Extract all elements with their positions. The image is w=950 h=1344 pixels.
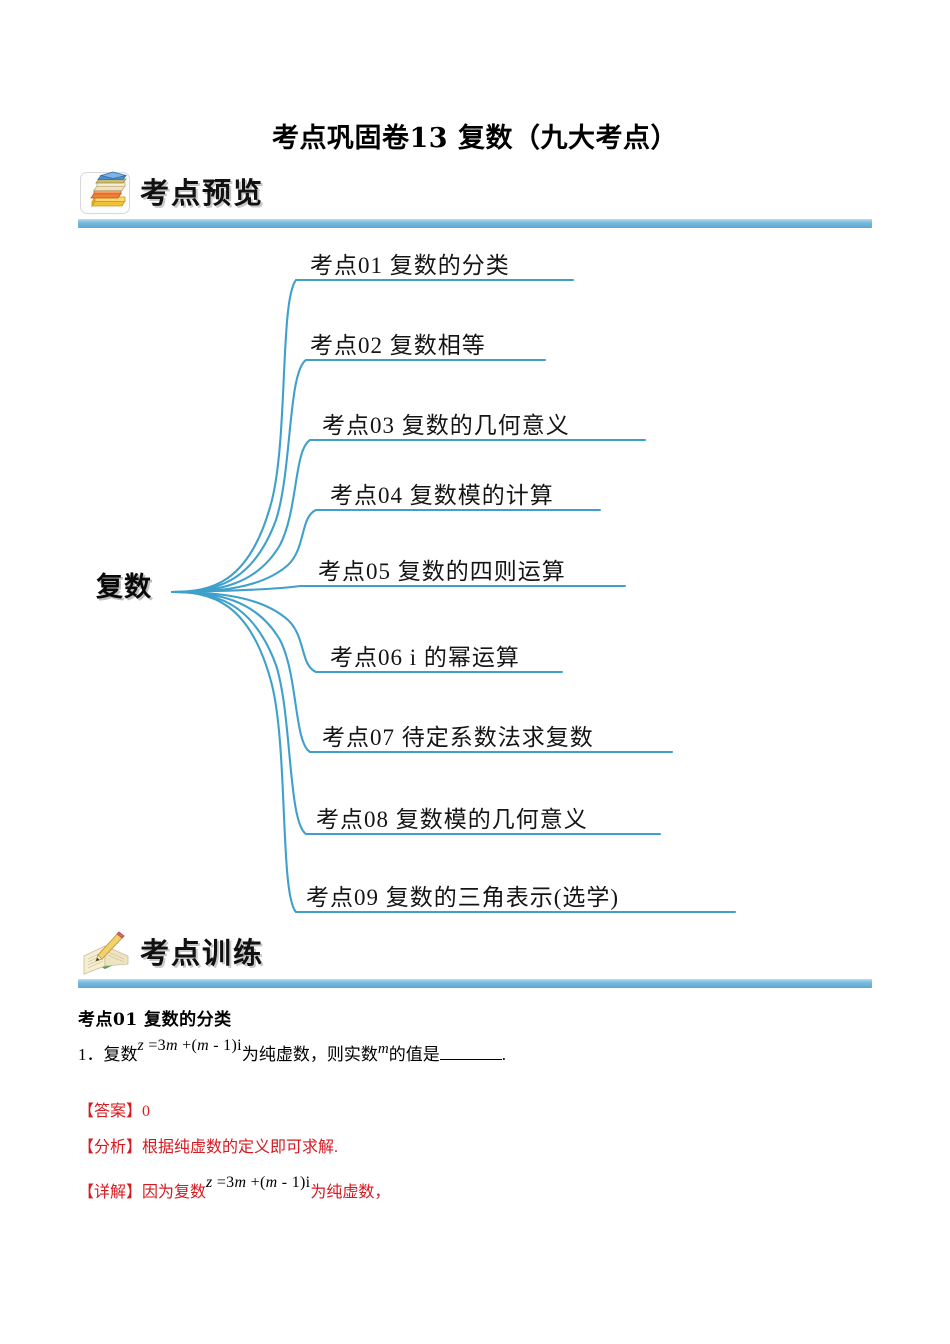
answer-line: 【答案】0 (78, 1097, 150, 1121)
solution-lead: 因为复数 (142, 1184, 207, 1201)
question-number: 1． (78, 1045, 104, 1064)
formula-m1-2: m (234, 1174, 247, 1191)
open-book-pencil-icon (78, 928, 136, 976)
mindmap-branch-1: 考点01 复数的分类 (310, 253, 510, 278)
formula-close-paren: ) (231, 1037, 238, 1054)
mindmap-branch-9: 考点09 复数的三角表示(选学) (306, 885, 620, 910)
formula-i: i (237, 1037, 242, 1054)
analysis-text: 根据纯虚数的定义即可求解. (142, 1139, 339, 1156)
mindmap-branch-7: 考点07 待定系数法求复数 (322, 725, 594, 750)
mindmap-branch-8: 考点08 复数模的几何意义 (316, 807, 588, 832)
section-header-overview: 考点预览 (78, 168, 878, 238)
formula-close-paren-2: ) (300, 1174, 306, 1191)
question-period: . (501, 1045, 506, 1064)
formula-m2: m (197, 1037, 209, 1054)
solution-line: 【详解】因为复数z =3m +(m - 1)i为纯虚数， (78, 1174, 391, 1202)
mindmap-branch-2: 考点02 复数相等 (310, 333, 486, 358)
formula-m1: m (165, 1037, 178, 1054)
question-formula: z =3m +(m - 1)i (138, 1037, 242, 1054)
book-stack-icon (78, 168, 136, 216)
section-divider-bar-2 (78, 979, 872, 988)
mindmap-branch-5: 考点05 复数的四则运算 (318, 559, 566, 584)
question-variable: m (377, 1041, 389, 1057)
formula-z: z (137, 1037, 145, 1054)
formula-i-2: i (305, 1174, 311, 1191)
solution-label: 【详解】 (78, 1184, 143, 1201)
mindmap-branch-4: 考点04 复数模的计算 (330, 483, 554, 508)
formula-open-paren: ( (191, 1037, 198, 1054)
analysis-label: 【分析】 (78, 1139, 143, 1156)
section-header-training: 考点训练 (78, 928, 878, 998)
answer-blank (439, 1046, 502, 1060)
question-after-formula: 为纯虚数，则实数 (241, 1045, 378, 1064)
answer-label: 【答案】 (78, 1103, 143, 1120)
mindmap-root-label: 复数 (96, 572, 152, 603)
section-title-overview: 考点预览 (140, 176, 265, 210)
solution-formula: z =3m +(m - 1)i (206, 1174, 310, 1191)
section-title-training: 考点训练 (140, 936, 265, 970)
question-1: 1．复数z =3m +(m - 1)i为纯虚数，则实数m的值是. (78, 1037, 506, 1065)
question-lead: 复数 (103, 1045, 138, 1064)
formula-eq: =3 (144, 1037, 166, 1054)
page-title: 考点巩固卷13 复数（九大考点） (272, 123, 678, 154)
section-divider-bar (78, 219, 872, 228)
formula-plus-2: + (246, 1174, 260, 1191)
formula-open-paren-2: ( (259, 1174, 266, 1191)
formula-m2-2: m (265, 1174, 278, 1191)
formula-plus: + (177, 1037, 192, 1054)
analysis-line: 【分析】根据纯虚数的定义即可求解. (78, 1133, 338, 1157)
exercise-topic-heading: 考点01 复数的分类 (78, 1010, 232, 1030)
mindmap-branch-3: 考点03 复数的几何意义 (322, 413, 570, 438)
question-tail: 的值是 (388, 1045, 440, 1064)
formula-eq-2: =3 (212, 1174, 235, 1191)
formula-minus-one-2: - 1 (277, 1174, 301, 1191)
answer-value: 0 (142, 1103, 151, 1120)
formula-minus-one: - 1 (208, 1037, 232, 1054)
mindmap-branch-6: 考点06 i 的幂运算 (330, 645, 520, 670)
formula-z-2: z (206, 1174, 213, 1191)
solution-after-formula: 为纯虚数， (310, 1184, 391, 1201)
